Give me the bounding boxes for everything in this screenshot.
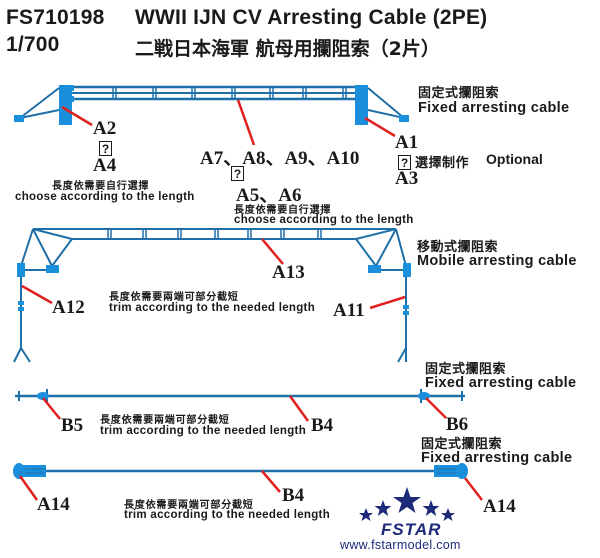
part-label-a11: A11	[333, 300, 365, 321]
note-cn-trim-length: 長度依需要兩端可部分截短	[109, 292, 239, 303]
star-icon	[422, 500, 440, 516]
star-icon	[374, 500, 392, 516]
note-cn-choose-length: 長度依需要自行選擇	[52, 181, 150, 192]
part-label-a12: A12	[52, 297, 85, 318]
part-label-a13: A13	[272, 262, 305, 283]
note-en-trim-length: trim according to the needed length	[124, 509, 331, 521]
part-label-b5: B5	[61, 415, 84, 436]
leader-lines-top	[61, 99, 396, 146]
part-labels-a5-a6: A5、A6	[236, 185, 302, 206]
fixed-cable-label-en: Fixed arresting cable	[418, 100, 570, 116]
star-icon	[359, 508, 373, 521]
fixed-cable-top-part	[14, 85, 409, 125]
note-en-trim-length: trim according to the needed length	[100, 425, 307, 437]
note-cn-choose-length: 長度依需要自行選擇	[234, 205, 332, 216]
mobile-cable-blocks	[17, 263, 411, 315]
part-labels-a7-a10: A7、A8、A9、A10	[200, 148, 360, 169]
brand-name: FSTAR	[381, 520, 442, 539]
fixed-cable-a14-label-en: Fixed arresting cable	[421, 450, 573, 466]
alternative-swap-icon: ?	[99, 138, 112, 157]
leader-lines-mobile	[21, 238, 406, 310]
part-label-a4: A4	[93, 155, 117, 176]
five-stars-logo-icon	[359, 487, 455, 521]
note-en-trim-length: trim according to the needed length	[109, 302, 316, 314]
alternative-swap-icon: ?	[398, 152, 411, 171]
leader-lines-b	[42, 395, 447, 422]
note-en-choose-length: choose according to the length	[15, 191, 195, 203]
mobile-cable-label-en: Mobile arresting cable	[417, 253, 577, 269]
fixed-cable-b-label-cn: 固定式攔阻索	[425, 362, 507, 377]
product-title-cn: 二戦日本海軍 航母用攔阻索（2片）	[135, 38, 440, 60]
optional-label-en: Optional	[486, 151, 543, 167]
mobile-cable-part	[13, 228, 407, 363]
leader-lines-a14	[18, 470, 483, 501]
part-label-b4: B4	[311, 415, 334, 436]
star-icon	[393, 487, 421, 513]
part-label-a14-left: A14	[37, 494, 70, 515]
scale-label: 1/700	[6, 33, 60, 56]
optional-label-cn: 選擇制作	[415, 156, 470, 171]
part-label-b6: B6	[446, 414, 469, 435]
fixed-cable-a14-label-cn: 固定式攔阻索	[421, 437, 503, 452]
fixed-cable-b-label-en: Fixed arresting cable	[425, 375, 577, 391]
star-icon	[441, 508, 455, 521]
part-label-a3: A3	[395, 168, 419, 189]
fixed-cable-label-cn: 固定式攔阻索	[418, 86, 500, 101]
note-en-choose-length: choose according to the length	[234, 214, 414, 226]
part-label-b4: B4	[282, 485, 305, 506]
alternative-swap-icon: ?	[231, 163, 244, 182]
product-code: FS710198	[6, 6, 105, 29]
fixed-cable-a14-part	[13, 463, 468, 479]
part-label-a14-right: A14	[483, 496, 516, 517]
fixed-cable-b-part	[15, 389, 465, 403]
product-title-en: WWII IJN CV Arresting Cable (2PE)	[135, 6, 488, 29]
brand-url[interactable]: www.fstarmodel.com	[340, 538, 461, 552]
mobile-cable-label-cn: 移動式攔阻索	[417, 240, 499, 255]
part-label-a2: A2	[93, 118, 117, 139]
note-cn-trim-length: 長度依需要兩端可部分截短	[100, 415, 230, 426]
part-label-a1: A1	[395, 132, 419, 153]
note-cn-trim-length: 長度依需要兩端可部分截短	[124, 500, 254, 511]
